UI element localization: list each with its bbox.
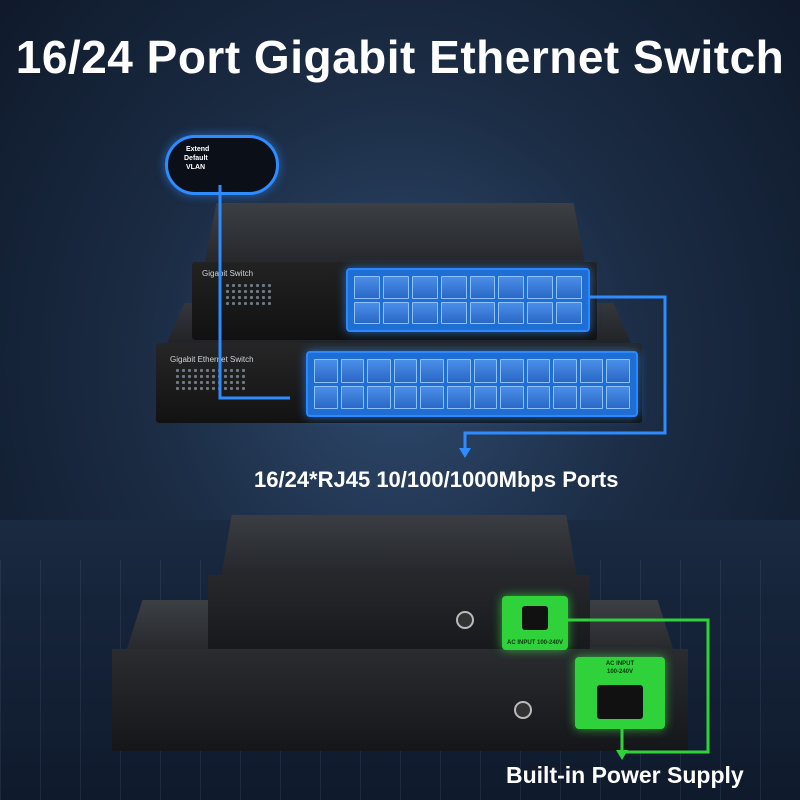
switch16-front: Gigabit Switch bbox=[192, 262, 597, 340]
power-caption: Built-in Power Supply bbox=[506, 762, 744, 788]
ac-big-label-2: 100-240V bbox=[606, 669, 634, 675]
ports-caption: 16/24*RJ45 10/100/1000Mbps Ports bbox=[254, 467, 619, 492]
switch24-front: Gigabit Ethernet Switch bbox=[156, 343, 642, 423]
ac-small-label: AC INPUT 100-240V bbox=[506, 640, 564, 646]
switch24-port-block bbox=[306, 351, 638, 417]
ground-icon bbox=[456, 611, 474, 629]
page-title: 16/24 Port Gigabit Ethernet Switch bbox=[15, 31, 785, 83]
switch16-port-block bbox=[346, 268, 590, 332]
ac-big-label-1: AC INPUT bbox=[605, 661, 635, 667]
switch24-leds bbox=[176, 369, 245, 390]
switch16-leds bbox=[226, 284, 271, 305]
ac-input-big: AC INPUT 100-240V bbox=[575, 657, 665, 729]
ground-icon bbox=[514, 701, 532, 719]
switch16-top-panel bbox=[205, 203, 585, 263]
switch24-brand: Gigabit Ethernet Switch bbox=[170, 355, 254, 364]
ports-arrow-icon bbox=[459, 448, 471, 458]
switch16-brand: Gigabit Switch bbox=[202, 269, 254, 278]
callout-extend: Extend bbox=[186, 146, 210, 153]
power-socket-icon bbox=[597, 685, 643, 719]
dip-switch-callout: Extend Default VLAN bbox=[165, 135, 279, 195]
rear-small-top bbox=[221, 515, 577, 577]
callout-vlan: VLAN bbox=[186, 164, 206, 171]
ac-input-small: AC INPUT 100-240V bbox=[502, 596, 568, 650]
callout-default: Default bbox=[184, 155, 208, 162]
power-socket-icon bbox=[522, 606, 548, 630]
